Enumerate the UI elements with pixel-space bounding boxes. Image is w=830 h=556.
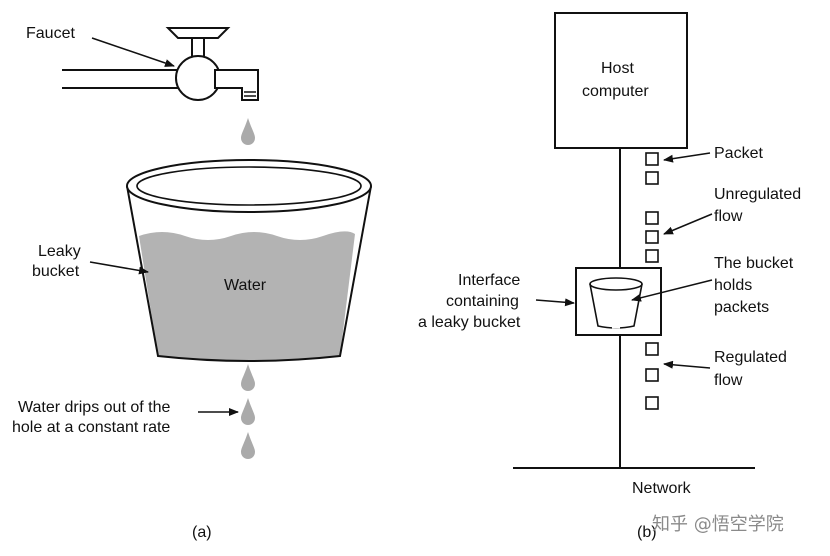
interface-label: a leaky bucket <box>418 314 521 331</box>
water-drop-icon <box>241 118 255 145</box>
regulated-arrow <box>663 360 711 369</box>
water-label: Water <box>224 277 267 294</box>
drips-label: hole at a constant rate <box>12 419 170 436</box>
figure-a: Faucet Leaky bucket Water Water drips ou… <box>12 25 372 541</box>
interface-label: Interface <box>458 272 520 289</box>
host-computer-box <box>554 12 688 149</box>
bucket-icon <box>126 159 372 362</box>
drips-label: Water drips out of the <box>18 399 170 416</box>
leaky-bucket-arrow <box>89 261 149 275</box>
figure-b: Host computer <box>418 12 801 541</box>
caption-a: (a) <box>192 524 212 541</box>
packet-icon <box>645 171 659 185</box>
caption-b: (b) <box>637 524 657 541</box>
packet-arrow <box>663 152 711 163</box>
unregulated-label: Unregulated <box>714 186 801 203</box>
water-drop-icon <box>241 432 255 459</box>
leaky-bucket-label: bucket <box>32 263 80 280</box>
watermark: 知乎 @悟空学院 <box>652 514 784 535</box>
bucket-holds-label: The bucket <box>714 255 794 272</box>
bucket-holds-label: packets <box>714 299 769 316</box>
packet-icon <box>645 230 659 244</box>
packet-icon <box>645 152 659 166</box>
packet-icon <box>645 368 659 382</box>
interface-label: containing <box>446 293 519 310</box>
host-label: computer <box>582 83 649 100</box>
packet-icon <box>645 342 659 356</box>
bucket-holds-arrow <box>631 279 713 302</box>
packet-icon <box>645 249 659 263</box>
packet-icon <box>645 211 659 225</box>
faucet-label: Faucet <box>26 25 75 42</box>
packets <box>645 152 659 410</box>
regulated-label: Regulated <box>714 349 787 366</box>
bucket-icon <box>589 277 643 329</box>
water-drop-icon <box>241 398 255 425</box>
unregulated-label: flow <box>714 208 743 225</box>
water-drop-icon <box>241 364 255 391</box>
unregulated-arrow <box>663 213 713 235</box>
packet-label: Packet <box>714 145 763 162</box>
interface-arrow <box>535 298 575 307</box>
bucket-holds-label: holds <box>714 277 752 294</box>
interface-box <box>575 267 662 336</box>
network-label: Network <box>632 480 692 497</box>
faucet-arrow <box>91 37 175 67</box>
leaky-bucket-label: Leaky <box>38 243 81 260</box>
packet-icon <box>645 396 659 410</box>
faucet-icon <box>62 27 259 101</box>
regulated-label: flow <box>714 372 743 389</box>
host-label: Host <box>601 60 634 77</box>
